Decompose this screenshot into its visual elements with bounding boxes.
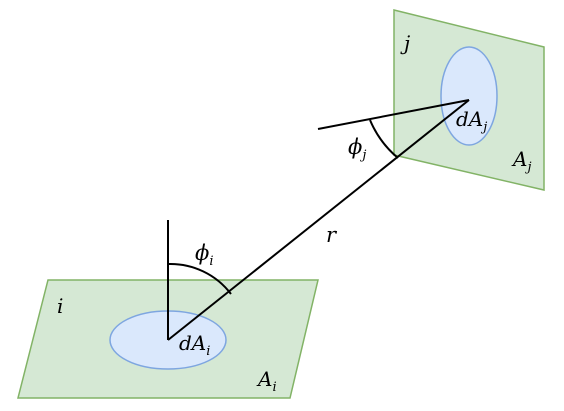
label-area-i-sub: i	[272, 380, 276, 395]
ellipse-dA-j	[440, 46, 498, 146]
label-phi-j: ϕj	[348, 135, 366, 163]
label-darea-j-main: dA	[456, 107, 483, 131]
label-darea-j-sub: j	[480, 120, 487, 135]
label-darea-i-main: dA	[179, 331, 206, 355]
arc-phi-j	[369, 119, 399, 159]
label-phi-j-main: ϕ	[348, 135, 362, 159]
line-r	[167, 99, 470, 341]
label-phi-i-sub: i	[209, 254, 213, 269]
label-phi-j-sub: j	[359, 148, 366, 163]
label-darea-i-sub: i	[206, 344, 210, 359]
arc-phi-i	[167, 262, 232, 295]
label-area-j-sub: j	[524, 160, 531, 175]
label-darea-j: dAj	[456, 107, 487, 135]
label-plane-i: i	[57, 294, 63, 318]
label-phi-i: ϕi	[195, 241, 214, 269]
label-distance-r: r	[326, 223, 338, 247]
label-area-j: Aj	[511, 147, 531, 175]
label-darea-i: dAi	[179, 331, 210, 359]
label-area-i: Ai	[256, 367, 277, 395]
label-plane-j: j	[400, 31, 410, 55]
label-area-j-main: A	[511, 147, 527, 171]
label-area-i-main: A	[256, 367, 272, 391]
label-phi-i-main: ϕ	[195, 241, 209, 265]
normal-j	[317, 99, 470, 130]
